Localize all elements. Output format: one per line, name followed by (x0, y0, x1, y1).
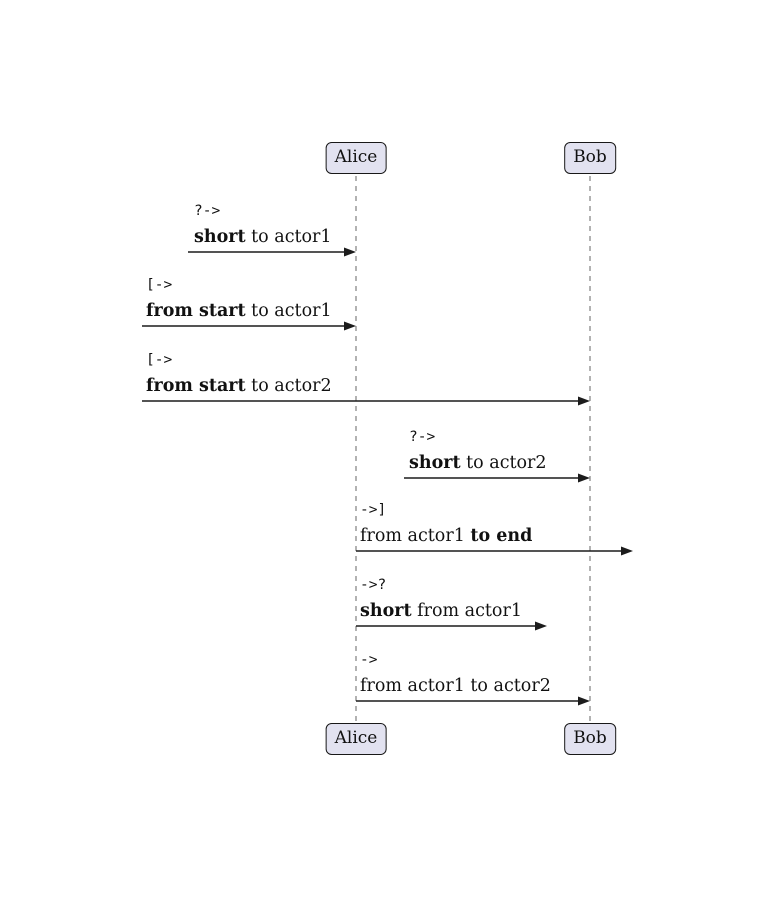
message-4-arrow-head (578, 473, 590, 483)
message-1-label: ?-> short to actor1 (194, 198, 332, 251)
message-7-arrow-head (578, 696, 590, 706)
actor-box-bob-bottom: Bob (564, 723, 616, 755)
message-4-label: ?-> short to actor2 (409, 424, 547, 477)
message-4-text: short to actor2 (409, 453, 547, 473)
message-2-arrow-head (344, 321, 356, 331)
message-3-label: [-> from start to actor2 (146, 347, 332, 400)
message-3-operator: [-> (146, 352, 173, 368)
message-2-operator: [-> (146, 277, 173, 293)
message-2-text: from start to actor1 (146, 301, 332, 321)
actor-box-bob-top: Bob (564, 142, 616, 174)
message-4-operator: ?-> (409, 429, 436, 445)
message-5-text: from actor1 to end (360, 526, 533, 546)
message-6-label: ->? short from actor1 (360, 572, 522, 625)
message-6-operator: ->? (360, 577, 387, 593)
message-3-arrow-head (578, 396, 590, 406)
message-7-text: from actor1 to actor2 (360, 676, 551, 696)
message-1-text: short to actor1 (194, 227, 332, 247)
message-3-text: from start to actor2 (146, 376, 332, 396)
message-5-operator: ->] (360, 502, 387, 518)
message-5-arrow-head (621, 546, 633, 556)
message-7-operator: -> (360, 652, 378, 668)
message-6-arrow-head (535, 621, 547, 631)
message-6-text: short from actor1 (360, 601, 522, 621)
message-7-label: -> from actor1 to actor2 (360, 647, 551, 700)
actor-box-alice-bottom: Alice (325, 723, 387, 755)
message-5-label: ->] from actor1 to end (360, 497, 532, 550)
message-2-label: [-> from start to actor1 (146, 272, 332, 325)
message-1-operator: ?-> (194, 203, 221, 219)
actor-box-alice-top: Alice (325, 142, 387, 174)
message-1-arrow-head (344, 247, 356, 257)
